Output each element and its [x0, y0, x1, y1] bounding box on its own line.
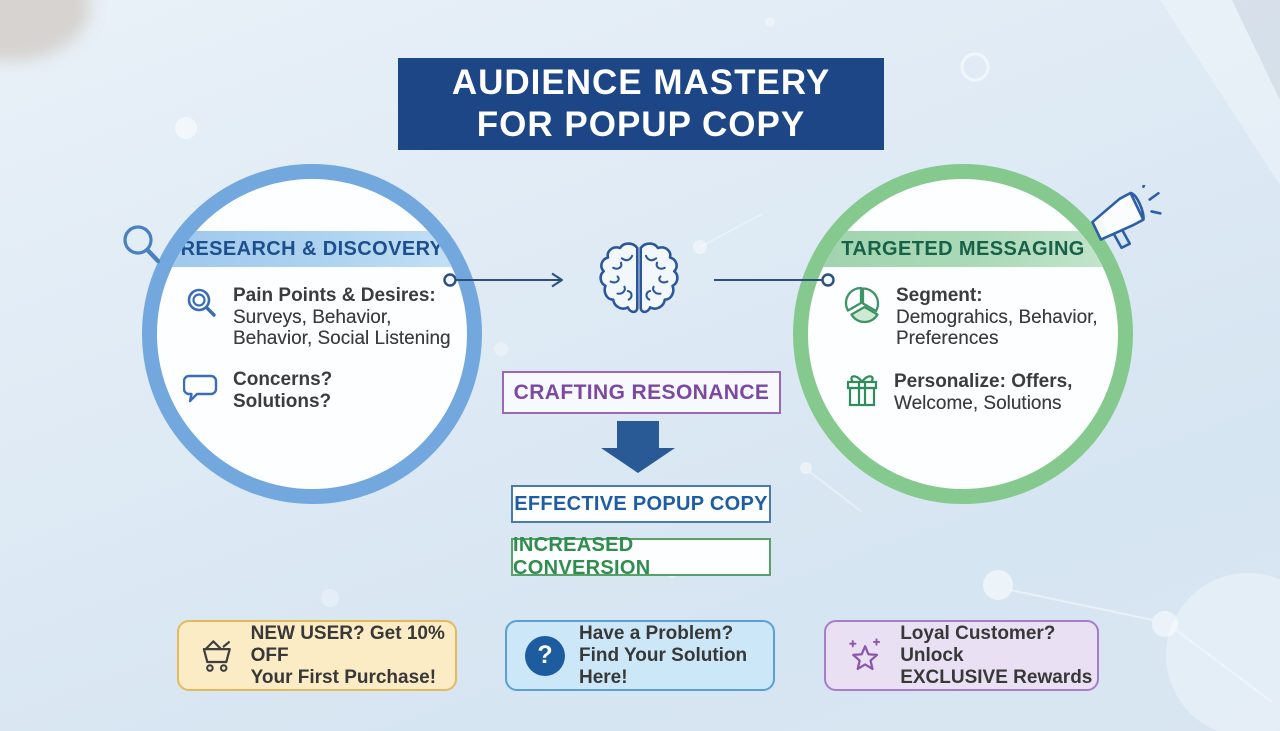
speech-bubble-icon — [183, 374, 218, 403]
brain-icon — [599, 242, 679, 314]
magnifier-icon — [187, 288, 216, 317]
problem-line-1: Have a Problem? — [579, 622, 734, 644]
pain-points-line-2: Surveys, Behavior, — [233, 306, 392, 328]
concerns-text: Concerns? Solutions? — [233, 369, 332, 412]
concerns-line-1: Concerns? — [233, 369, 333, 390]
new-user-popup-card: NEW USER? Get 10% OFF Your First Purchas… — [177, 620, 457, 691]
shopping-cart-icon — [202, 639, 231, 672]
loyal-line-2: EXCLUSIVE Rewards — [900, 666, 1093, 688]
effective-popup-copy-label: EFFECTIVE POPUP COPY — [514, 492, 768, 515]
pain-points-item: Pain Points & Desires: Surveys, Behavior… — [183, 285, 451, 350]
down-arrow-icon — [617, 421, 659, 448]
segment-line-1: Segment: — [896, 285, 983, 306]
question-mark-icon: ? — [525, 635, 565, 676]
pie-chart-icon — [844, 286, 880, 324]
loyal-line-1: Loyal Customer? Unlock — [900, 622, 1056, 666]
gift-icon — [846, 375, 878, 407]
loyal-popup-card: Loyal Customer? Unlock EXCLUSIVE Rewards — [824, 620, 1099, 691]
personalize-text: Personalize: Offers, Welcome, Solutions — [894, 371, 1072, 414]
segment-item: Segment: Demograhics, Behavior, Preferen… — [842, 285, 1098, 350]
research-discovery-header-label: RESEARCH & DISCOVERY — [180, 237, 444, 260]
personalize-line-2: Welcome, Solutions — [894, 392, 1062, 414]
title-banner: AUDIENCE MASTERY FOR POPUP COPY — [398, 58, 884, 150]
down-arrow-head-icon — [601, 448, 675, 473]
targeted-messaging-header-label: TARGETED MESSAGING — [841, 237, 1085, 260]
loyal-popup-text: Loyal Customer? Unlock EXCLUSIVE Rewards — [900, 623, 1097, 689]
question-glyph: ? — [537, 641, 553, 669]
increased-conversion-box: INCREASED CONVERSION — [511, 534, 771, 579]
increased-conversion-label: INCREASED CONVERSION — [513, 534, 651, 579]
new-user-popup-text: NEW USER? Get 10% OFF Your First Purchas… — [251, 623, 455, 689]
crafting-resonance-label: CRAFTING RESONANCE — [513, 380, 770, 404]
segment-text: Segment: Demograhics, Behavior, Preferen… — [896, 285, 1098, 350]
personalize-line-1: Personalize: Offers, — [894, 371, 1073, 392]
pain-points-line-3: Behavior, Social Listening — [233, 328, 451, 349]
new-user-line-2: Your First Purchase! — [250, 666, 437, 688]
title-line-2: FOR POPUP COPY — [476, 105, 806, 144]
concerns-item: Concerns? Solutions? — [183, 369, 332, 412]
problem-popup-card: ? Have a Problem? Find Your Solution Her… — [505, 620, 775, 691]
new-user-line-1: NEW USER? Get 10% OFF — [250, 622, 445, 666]
crafting-resonance-box: CRAFTING RESONANCE — [502, 371, 781, 414]
title-line-1: AUDIENCE MASTERY — [451, 63, 831, 102]
concerns-line-2: Solutions? — [233, 390, 332, 412]
segment-line-3: Preferences — [896, 328, 999, 349]
effective-popup-copy-box: EFFECTIVE POPUP COPY — [511, 485, 771, 523]
personalize-item: Personalize: Offers, Welcome, Solutions — [842, 371, 1072, 414]
problem-line-2: Find Your Solution Here! — [579, 644, 748, 688]
problem-popup-text: Have a Problem? Find Your Solution Here! — [579, 623, 773, 689]
star-icon — [849, 637, 881, 670]
magnifier-icon — [123, 225, 161, 264]
pain-points-line-1: Pain Points & Desires: — [233, 285, 436, 306]
targeted-messaging-header: TARGETED MESSAGING — [808, 231, 1118, 267]
megaphone-icon — [1091, 185, 1162, 250]
research-discovery-header: RESEARCH & DISCOVERY — [157, 231, 467, 267]
research-discovery-circle: RESEARCH & DISCOVERY Pain Points & Desir… — [142, 164, 482, 504]
pain-points-text: Pain Points & Desires: Surveys, Behavior… — [233, 285, 451, 350]
segment-line-2: Demograhics, Behavior, — [896, 306, 1098, 328]
